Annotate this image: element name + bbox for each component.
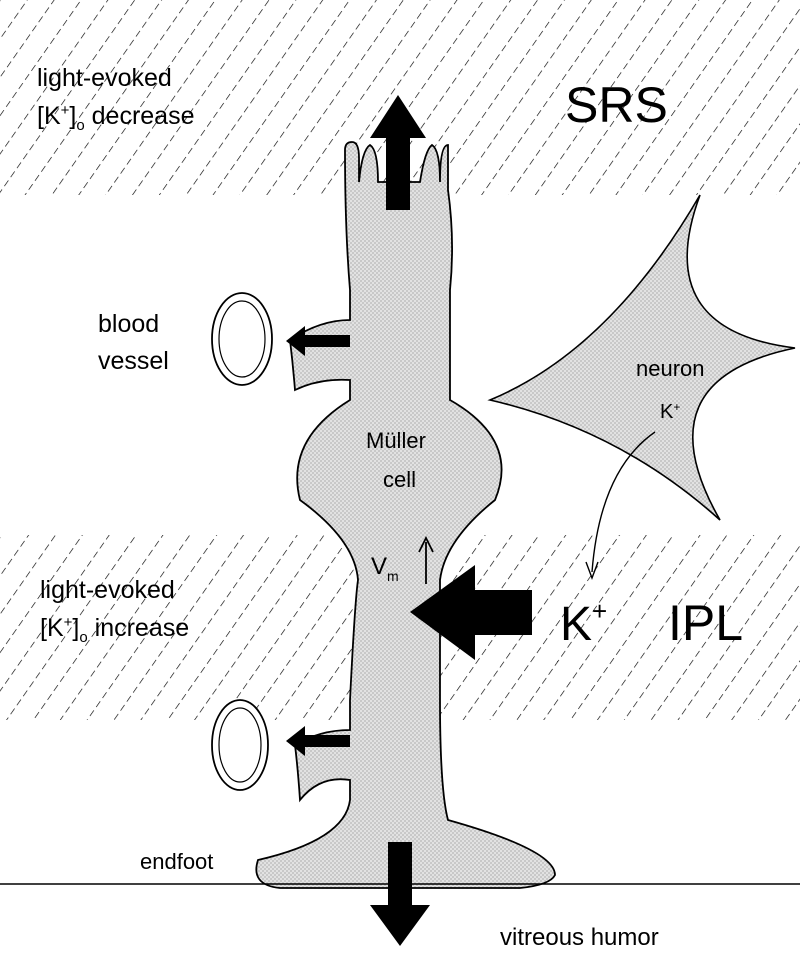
ipl-label: IPL: [668, 595, 743, 651]
neuron-label: neuron: [636, 356, 705, 381]
blood-vessel-label-line2: vessel: [98, 347, 169, 375]
ipl-label-line1: light-evoked: [40, 576, 175, 604]
neuron-body: [487, 194, 796, 521]
arrow-to-vessel-bottom: [286, 726, 350, 756]
srs-top-label-line1: light-evoked: [37, 64, 172, 92]
endfoot-label: endfoot: [140, 849, 213, 874]
arrow-down-vitreous: [370, 842, 430, 946]
muller-label-line1: Müller: [366, 428, 426, 453]
muller-cell-body: [255, 141, 556, 889]
vm-arrow: [418, 535, 434, 584]
neuron-k-curve-arrow: [585, 431, 656, 580]
vm-label: Vm: [371, 553, 399, 584]
k-big-label: K+: [560, 596, 607, 651]
arrow-up-srs: [370, 95, 426, 210]
srs-label: SRS: [565, 77, 668, 133]
arrow-to-vessel-top: [286, 326, 350, 356]
srs-top-label-line2: [K+]o decrease: [37, 102, 194, 134]
vitreous-label: vitreous humor: [500, 924, 659, 951]
arrow-k-influx: [410, 565, 532, 660]
blood-vessel-bottom: [211, 699, 269, 791]
blood-vessel-top: [211, 292, 273, 386]
muller-label-line2: cell: [383, 467, 416, 492]
blood-vessel-label-line1: blood: [98, 310, 159, 338]
ipl-label-line2: [K+]o increase: [40, 614, 189, 646]
neuron-k-label: K+: [660, 400, 680, 423]
